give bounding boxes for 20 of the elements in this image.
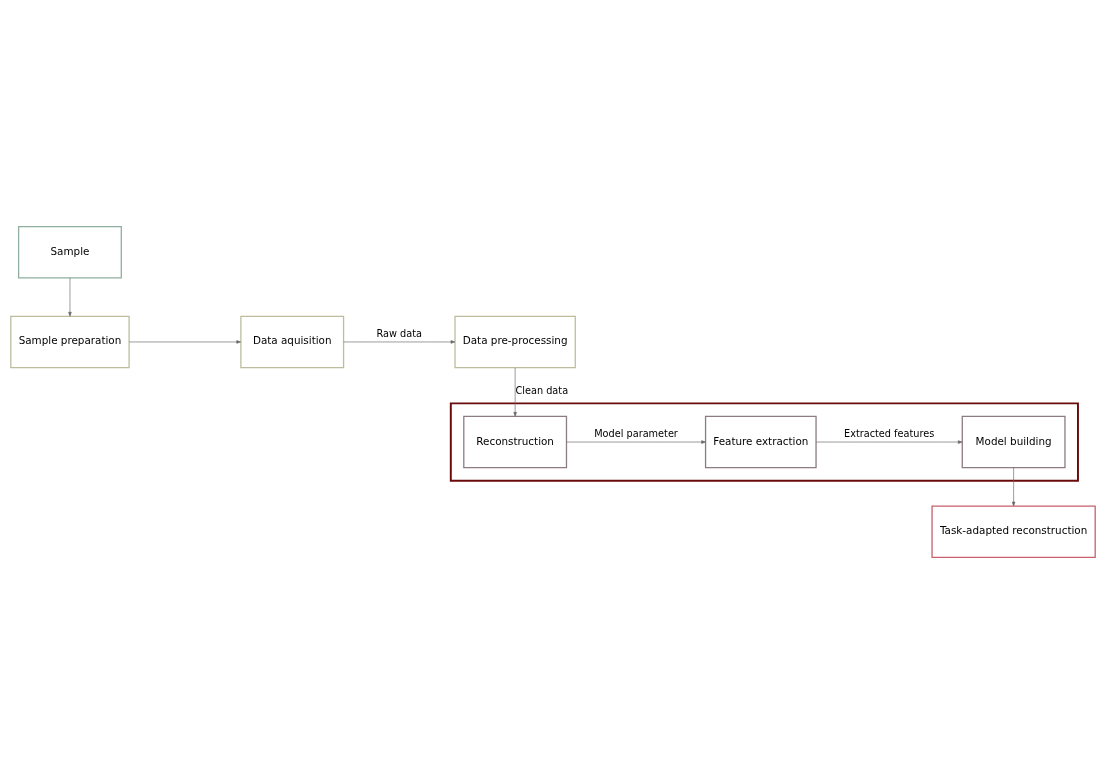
node-box: Feature extraction bbox=[704, 415, 817, 468]
arrow bbox=[566, 439, 706, 444]
cluster bbox=[449, 401, 1079, 482]
arrow bbox=[513, 366, 517, 417]
node-box: Task-adapted reconstruction bbox=[931, 504, 1096, 558]
node-box: Reconstruction bbox=[463, 415, 568, 468]
node-box: Model building bbox=[961, 415, 1066, 468]
arrow bbox=[128, 339, 241, 344]
edge-label: Extracted features bbox=[843, 427, 935, 439]
arrow bbox=[343, 339, 456, 344]
node-box: Data pre-processing bbox=[454, 315, 576, 368]
edge-label: Clean data bbox=[515, 384, 569, 396]
arrow bbox=[68, 277, 72, 316]
node-box: Sample bbox=[17, 225, 122, 279]
node-box: Sample preparation bbox=[10, 315, 130, 368]
arrow bbox=[815, 439, 963, 444]
node-box: Data aquisition bbox=[240, 315, 345, 368]
edge-label: Model parameter bbox=[594, 427, 678, 439]
arrow bbox=[1011, 466, 1016, 506]
edge-label: Raw data bbox=[376, 327, 423, 339]
